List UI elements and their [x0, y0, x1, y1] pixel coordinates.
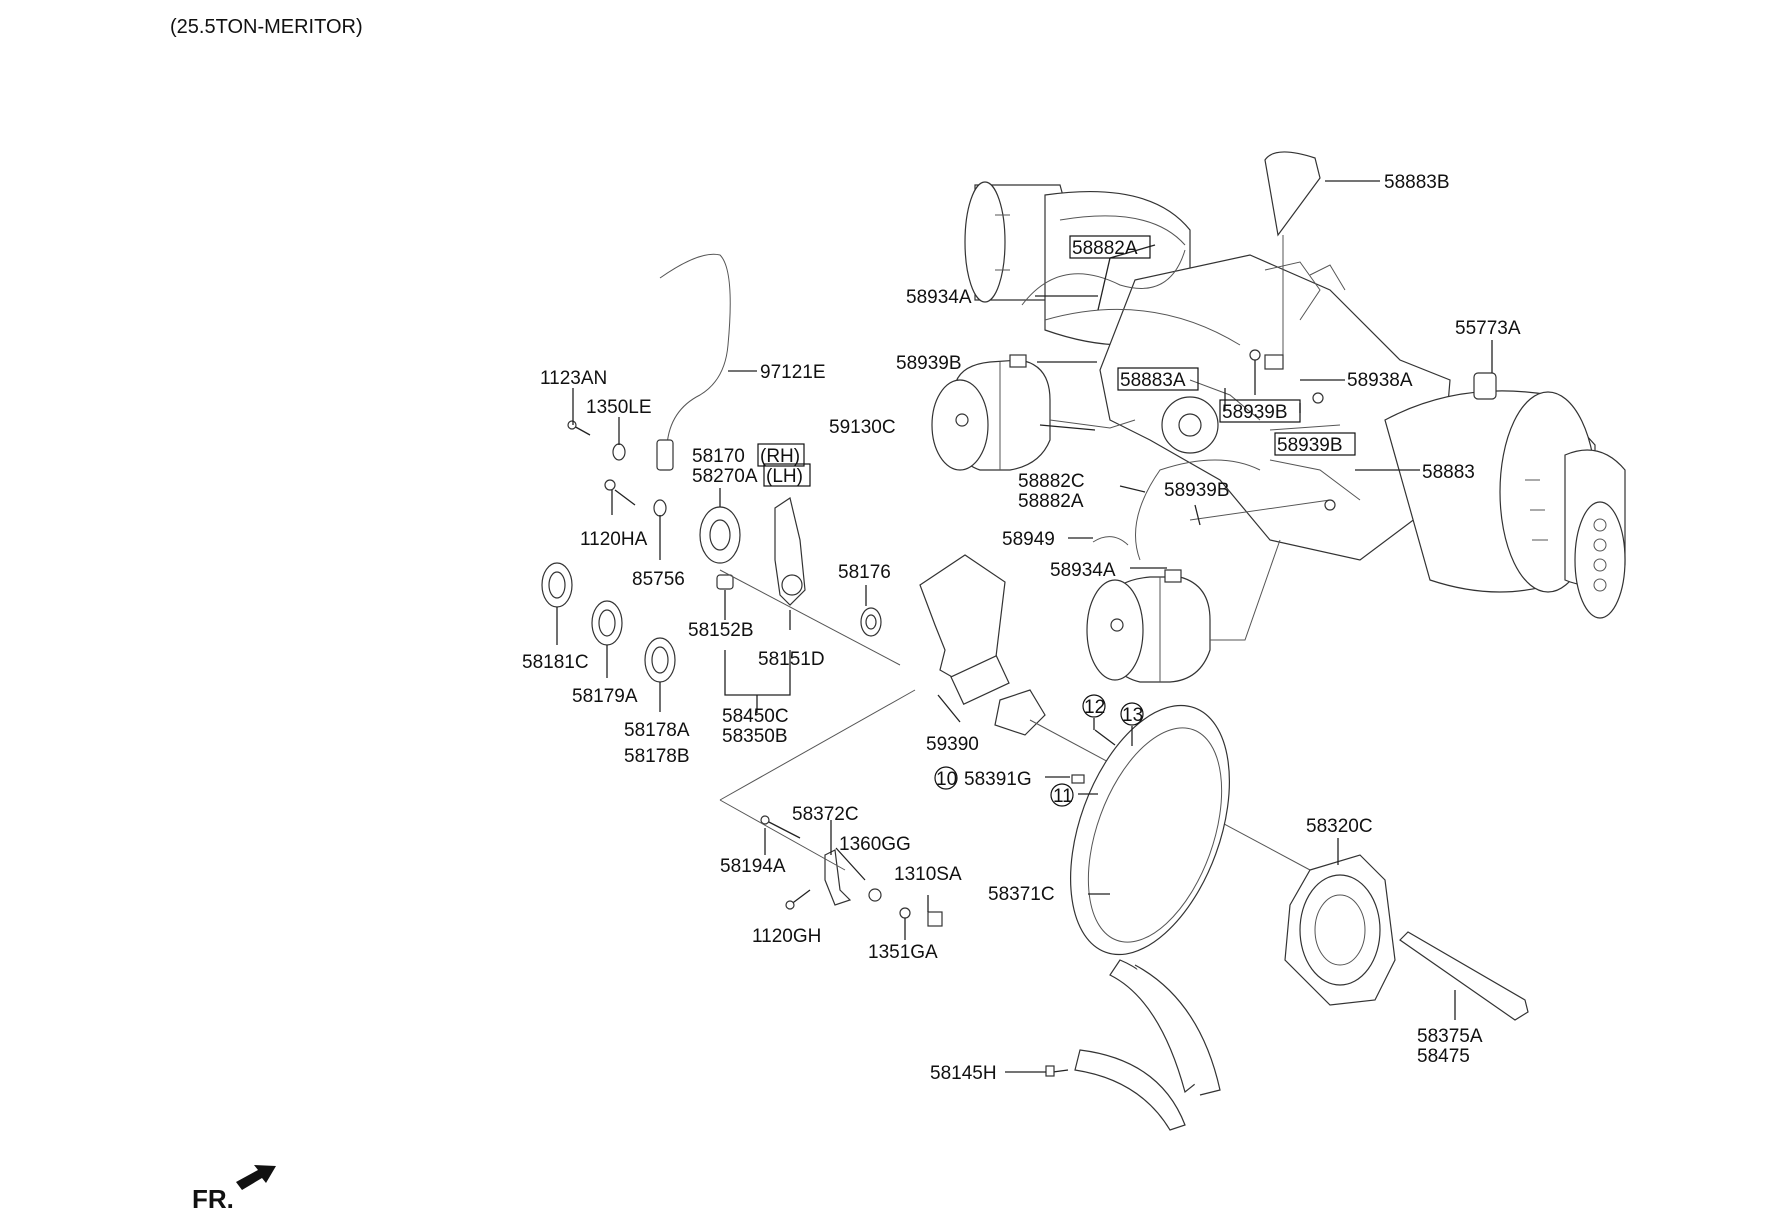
ref-11[interactable]: 11 — [1053, 786, 1073, 807]
callout-85756[interactable]: 85756 — [632, 569, 685, 590]
ref-circle — [934, 766, 958, 790]
callout-box — [757, 443, 805, 467]
callout-box — [1274, 432, 1356, 456]
callout-58181C[interactable]: 58181C — [522, 652, 589, 673]
part-callouts: 58883B 58882A 58934A 55773A 58939B 58938… — [522, 172, 1521, 1084]
callout-1120HA[interactable]: 1120HA — [580, 529, 648, 550]
left-parts-illustration — [541, 253, 1529, 1131]
callout-58475[interactable]: 58475 — [1417, 1046, 1470, 1067]
callout-1120GH[interactable]: 1120GH — [752, 926, 821, 947]
callout-58882A-boxed[interactable]: 58882A — [1072, 238, 1138, 259]
callout-58938A[interactable]: 58938A — [1347, 370, 1413, 391]
callout-58372C[interactable]: 58372C — [792, 804, 859, 825]
ref-10[interactable]: 10 — [936, 769, 957, 790]
leader-lines — [556, 180, 1493, 1073]
axle-housing-illustration — [931, 151, 1626, 683]
callout-1351GA[interactable]: 1351GA — [868, 942, 938, 963]
callout-58939B-upper[interactable]: 58939B — [896, 353, 962, 374]
callout-58179A[interactable]: 58179A — [572, 686, 638, 707]
callout-58371C[interactable]: 58371C — [988, 884, 1055, 905]
ref-12[interactable]: 12 — [1084, 697, 1105, 718]
callout-58882C[interactable]: 58882C — [1018, 471, 1085, 492]
callout-58151D[interactable]: 58151D — [758, 649, 825, 670]
callout-58934A-lower[interactable]: 58934A — [1050, 560, 1116, 581]
callout-58949[interactable]: 58949 — [1002, 529, 1055, 550]
callout-LH[interactable]: (LH) — [766, 466, 803, 487]
callout-58152B[interactable]: 58152B — [688, 620, 754, 641]
callout-55773A[interactable]: 55773A — [1455, 318, 1521, 339]
callout-58350B[interactable]: 58350B — [722, 726, 788, 747]
diagram-title: (25.5TON-MERITOR) — [170, 16, 363, 38]
callout-box — [1117, 367, 1199, 391]
callout-58194A[interactable]: 58194A — [720, 856, 786, 877]
callout-58178B[interactable]: 58178B — [624, 746, 690, 767]
callout-97121E[interactable]: 97121E — [760, 362, 826, 383]
ref-circle — [1120, 702, 1144, 726]
callout-58375A[interactable]: 58375A — [1417, 1026, 1483, 1047]
callout-58176[interactable]: 58176 — [838, 562, 891, 583]
callout-58883A-boxed[interactable]: 58883A — [1120, 370, 1186, 391]
callout-58939B-mid[interactable]: 58939B — [1164, 480, 1230, 501]
callout-RH[interactable]: (RH) — [760, 446, 800, 467]
ref-circle — [1050, 783, 1074, 807]
callout-58450C[interactable]: 58450C — [722, 706, 789, 727]
front-label: FR. — [192, 1184, 234, 1211]
callout-1360GG[interactable]: 1360GG — [839, 834, 911, 855]
ref-13[interactable]: 13 — [1122, 705, 1143, 726]
callout-58178A[interactable]: 58178A — [624, 720, 690, 741]
callout-1350LE[interactable]: 1350LE — [586, 397, 652, 418]
callout-59130C[interactable]: 59130C — [829, 417, 896, 438]
front-arrow-icon — [236, 1165, 276, 1190]
callout-box — [1219, 399, 1301, 423]
callout-box — [1069, 235, 1151, 259]
callout-58939B-boxed-2[interactable]: 58939B — [1277, 435, 1343, 456]
callout-box — [763, 463, 811, 487]
callout-1310SA[interactable]: 1310SA — [894, 864, 962, 885]
callout-58883B[interactable]: 58883B — [1384, 172, 1450, 193]
callout-58883[interactable]: 58883 — [1422, 462, 1475, 483]
callout-58939B-boxed-1[interactable]: 58939B — [1222, 402, 1288, 423]
callout-1123AN[interactable]: 1123AN — [540, 368, 607, 389]
front-direction-marker: FR. — [192, 1165, 276, 1211]
callout-58145H[interactable]: 58145H — [930, 1063, 997, 1084]
callout-58934A-upper[interactable]: 58934A — [906, 287, 972, 308]
callout-58270A[interactable]: 58270A — [692, 466, 758, 487]
callout-58170[interactable]: 58170 — [692, 446, 745, 467]
callout-58882A[interactable]: 58882A — [1018, 491, 1084, 512]
callout-58391G[interactable]: 58391G — [964, 769, 1032, 790]
circled-references: 12 13 10 11 — [934, 694, 1144, 807]
callout-59390[interactable]: 59390 — [926, 734, 979, 755]
ref-circle — [1082, 694, 1106, 718]
callout-58320C[interactable]: 58320C — [1306, 816, 1373, 837]
